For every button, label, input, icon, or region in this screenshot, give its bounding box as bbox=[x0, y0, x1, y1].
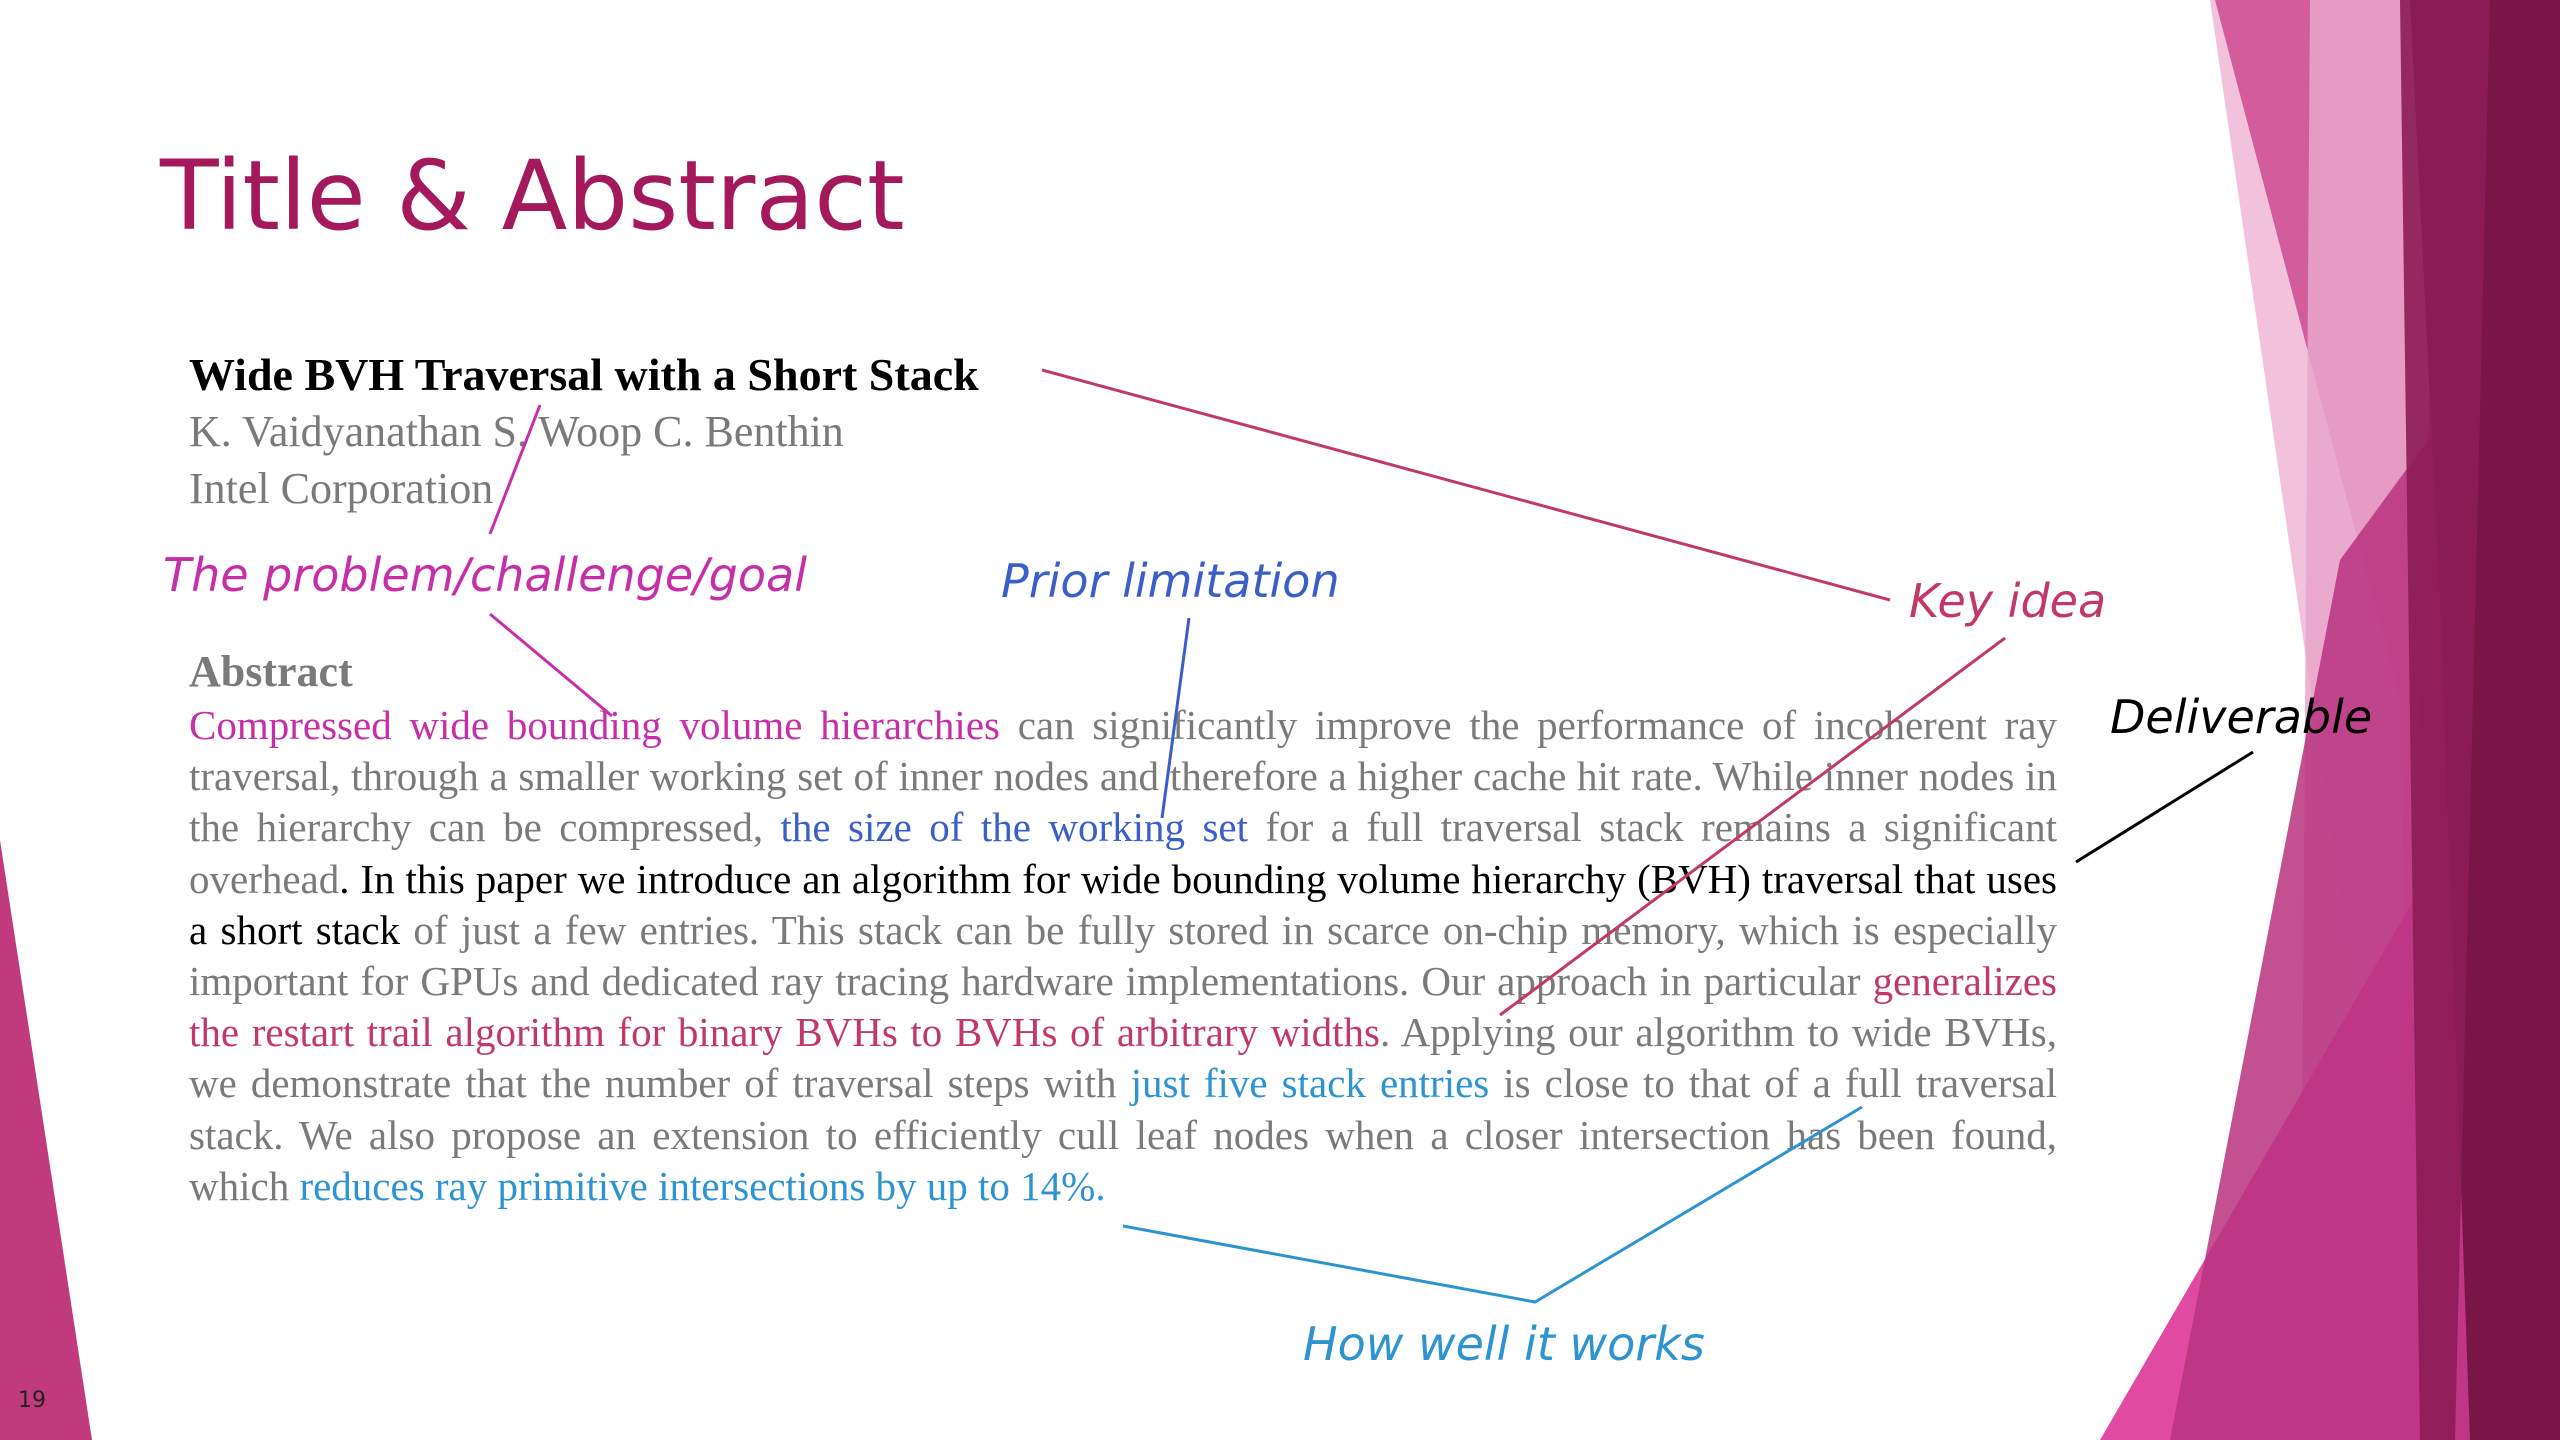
abstract-heading: Abstract bbox=[189, 647, 353, 696]
annotation-key-idea-label: Key idea bbox=[1909, 574, 2107, 628]
abstract-segment-result-1: just five stack entries bbox=[1130, 1060, 1490, 1107]
slide-title: Title & Abstract bbox=[160, 140, 905, 252]
slide-number: 19 bbox=[18, 1388, 46, 1413]
annotation-deliverable-label: Deliverable bbox=[2110, 690, 2373, 744]
paper-authors: K. Vaidyanathan S. Woop C. Benthin bbox=[189, 407, 844, 456]
abstract-segment-problem: Compressed wide bounding volume hierarch… bbox=[189, 702, 1000, 748]
annotation-prior-limitation-label: Prior limitation bbox=[1001, 554, 1340, 608]
annotation-how-well-label: How well it works bbox=[1303, 1317, 1705, 1371]
abstract-segment: . Applying our algorithm to wide BVHs, w… bbox=[189, 1009, 2057, 1107]
abstract-segment-result-2: reduces ray primitive intersections by u… bbox=[299, 1162, 1106, 1209]
abstract-segment-prior-limitation: the size of the working set bbox=[780, 804, 1249, 851]
decor-left-triangle bbox=[0, 840, 92, 1440]
abstract-segment: of just a few entries. This stack can be… bbox=[189, 906, 2057, 1005]
paper-affiliation: Intel Corporation bbox=[189, 464, 494, 513]
decor-panel-darker bbox=[2400, 0, 2490, 1440]
annotation-problem-label: The problem/challenge/goal bbox=[163, 548, 807, 602]
abstract-body: Compressed wide bounding volume hierarch… bbox=[189, 700, 2057, 1212]
paper-title: Wide BVH Traversal with a Short Stack bbox=[189, 349, 979, 400]
